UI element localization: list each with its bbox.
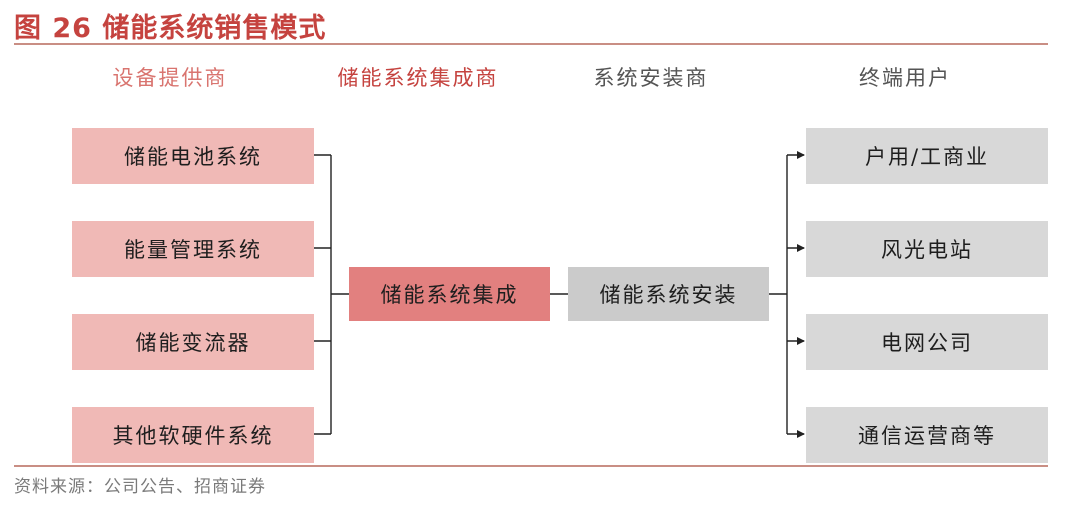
column-header-integrators: 储能系统集成商 bbox=[337, 66, 499, 90]
end-user-grid-company: 电网公司 bbox=[806, 314, 1048, 370]
supplier-power-converter: 储能变流器 bbox=[72, 314, 314, 370]
bottom-divider bbox=[14, 465, 1048, 467]
supplier-other-systems: 其他软硬件系统 bbox=[72, 407, 314, 463]
supplier-energy-management-system: 能量管理系统 bbox=[72, 221, 314, 277]
integrator-box: 储能系统集成 bbox=[349, 267, 550, 321]
end-user-telecom-operators: 通信运营商等 bbox=[806, 407, 1048, 463]
installer-box: 储能系统安装 bbox=[568, 267, 769, 321]
column-header-installers: 系统安装商 bbox=[593, 66, 709, 90]
column-header-end-users: 终端用户 bbox=[859, 66, 951, 90]
supplier-battery-system: 储能电池系统 bbox=[72, 128, 314, 184]
source-note: 资料来源：公司公告、招商证券 bbox=[14, 477, 266, 497]
column-header-suppliers: 设备提供商 bbox=[112, 66, 228, 90]
figure-title: 图 26 储能系统销售模式 bbox=[14, 13, 327, 44]
top-divider bbox=[14, 43, 1048, 45]
end-user-residential-commercial: 户用/工商业 bbox=[806, 128, 1048, 184]
end-user-renewable-plants: 风光电站 bbox=[806, 221, 1048, 277]
